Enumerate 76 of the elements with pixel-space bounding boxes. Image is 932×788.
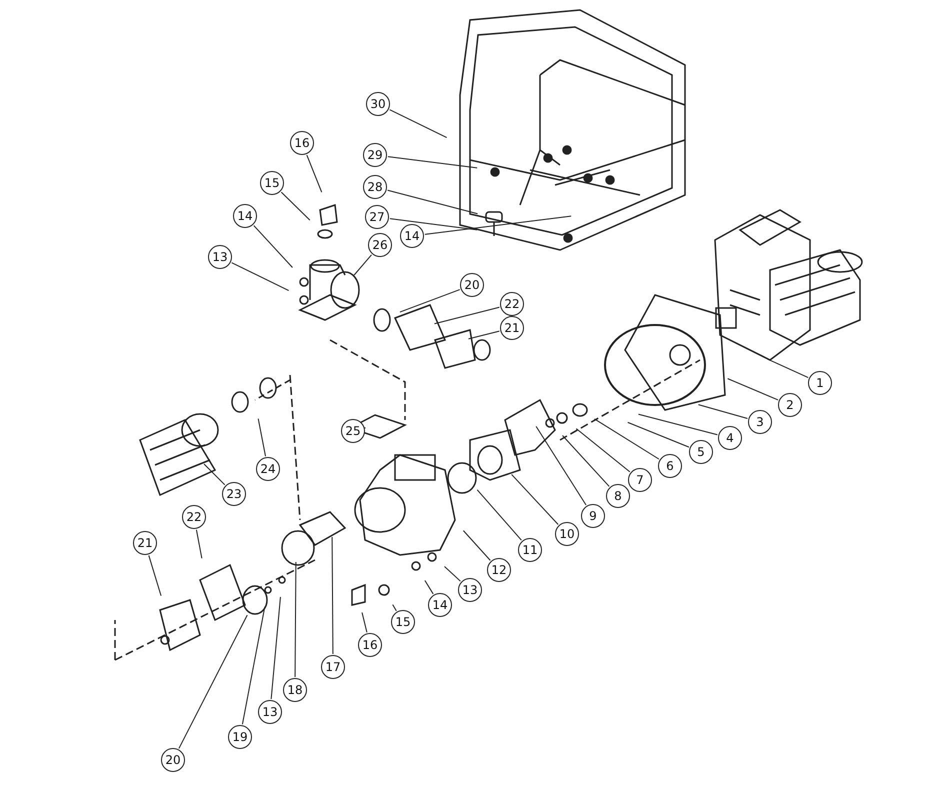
leader-line (766, 358, 809, 378)
leader-line (253, 225, 293, 268)
callout-number: 5 (689, 440, 713, 464)
callout-number: 11 (518, 538, 542, 562)
leader-line (576, 428, 630, 472)
leader-line (387, 190, 478, 214)
callout-number: 2 (778, 393, 802, 417)
callout-number: 21 (500, 316, 524, 340)
callout-number: 4 (718, 426, 742, 450)
leader-line (627, 422, 690, 448)
callout-number: 12 (487, 558, 511, 582)
leader-line (444, 566, 461, 582)
callout-number: 22 (182, 505, 206, 529)
callout-number: 18 (283, 678, 307, 702)
leader-line (476, 489, 522, 541)
leader-line (280, 192, 310, 221)
leader-line (306, 154, 322, 193)
callout-number: 13 (258, 700, 282, 724)
leader-line (196, 529, 202, 559)
callout-number: 28 (363, 175, 387, 199)
leader-line (258, 418, 266, 457)
callout-number: 23 (222, 482, 246, 506)
callout-number: 7 (628, 468, 652, 492)
callout-number: 22 (500, 292, 524, 316)
leader-line (332, 536, 334, 654)
callout-number: 1 (808, 371, 832, 395)
leader-line (148, 554, 162, 596)
leader-line (698, 404, 748, 419)
leader-line (392, 604, 397, 612)
leader-line (594, 418, 660, 460)
callout-number: 29 (363, 143, 387, 167)
callout-number: 10 (555, 522, 579, 546)
leader-line (468, 330, 500, 340)
leader-line (178, 614, 248, 749)
callout-number: 19 (228, 725, 252, 749)
leader-line (424, 216, 572, 235)
leader-line (727, 378, 779, 400)
leader-line (511, 474, 559, 525)
callout-number: 13 (458, 578, 482, 602)
leader-line (424, 580, 434, 594)
leader-line (362, 612, 368, 633)
callout-number: 3 (748, 410, 772, 434)
leader-line (389, 109, 448, 138)
callout-number: 16 (290, 131, 314, 155)
leader-line (462, 530, 491, 561)
callout-number: 24 (256, 457, 280, 481)
leader-line (294, 562, 296, 678)
callout-number: 15 (260, 171, 284, 195)
callout-number: 14 (400, 224, 424, 248)
callout-number: 6 (658, 454, 682, 478)
leader-line (231, 262, 290, 292)
callout-number: 9 (581, 504, 605, 528)
callout-number: 20 (161, 748, 185, 772)
leader-line (562, 435, 610, 487)
leader-line (387, 156, 478, 168)
callout-number: 13 (208, 245, 232, 269)
leader-line (354, 254, 372, 276)
leader-line (242, 606, 266, 725)
callout-number: 26 (368, 233, 392, 257)
leader-line (399, 289, 460, 313)
callout-number: 27 (365, 205, 389, 229)
leader-line (536, 426, 587, 506)
callout-number: 30 (366, 92, 390, 116)
callout-number: 14 (428, 593, 452, 617)
callout-number: 15 (391, 610, 415, 634)
callout-number: 20 (460, 273, 484, 297)
callout-number: 8 (606, 484, 630, 508)
leader-line (389, 218, 478, 230)
callout-number: 16 (358, 633, 382, 657)
callout-number: 25 (341, 419, 365, 443)
leader-line (638, 414, 718, 436)
callout-number: 14 (233, 204, 257, 228)
leader-line (270, 596, 281, 700)
callout-number: 17 (321, 655, 345, 679)
leader-line (434, 306, 500, 324)
callout-number: 21 (133, 531, 157, 555)
